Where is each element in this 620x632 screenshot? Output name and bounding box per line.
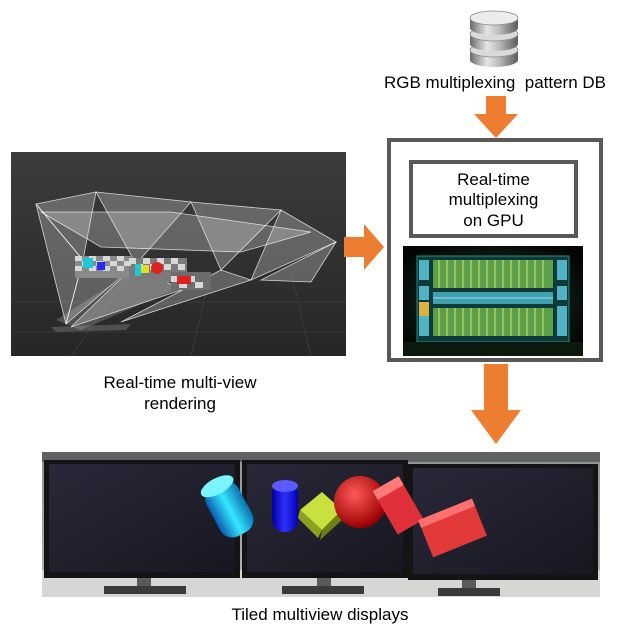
multiview-rendering-image bbox=[11, 152, 346, 356]
gpu-title-box: Real-time multiplexing on GPU bbox=[409, 160, 578, 238]
rendering-caption-line-2: rendering bbox=[144, 394, 216, 413]
gpu-title-line-2: multiplexing bbox=[448, 190, 539, 209]
gpu-title-line-3: on GPU bbox=[463, 211, 524, 230]
arrow-db-to-gpu bbox=[474, 96, 518, 138]
displays-caption: Tiled multiview displays bbox=[231, 605, 409, 624]
gpu-title-line-1: Real-time bbox=[457, 170, 530, 189]
arrow-gpu-to-displays bbox=[471, 364, 521, 444]
database-icon bbox=[469, 10, 519, 67]
tiled-displays-photo bbox=[42, 452, 600, 597]
rendering-caption-line-1: Real-time multi-view bbox=[103, 373, 257, 392]
database-disk-1 bbox=[469, 10, 519, 35]
database-label: RGB multiplexing pattern DB bbox=[383, 73, 607, 92]
gpu-die-image bbox=[403, 246, 583, 356]
arrow-render-to-gpu bbox=[344, 224, 384, 270]
